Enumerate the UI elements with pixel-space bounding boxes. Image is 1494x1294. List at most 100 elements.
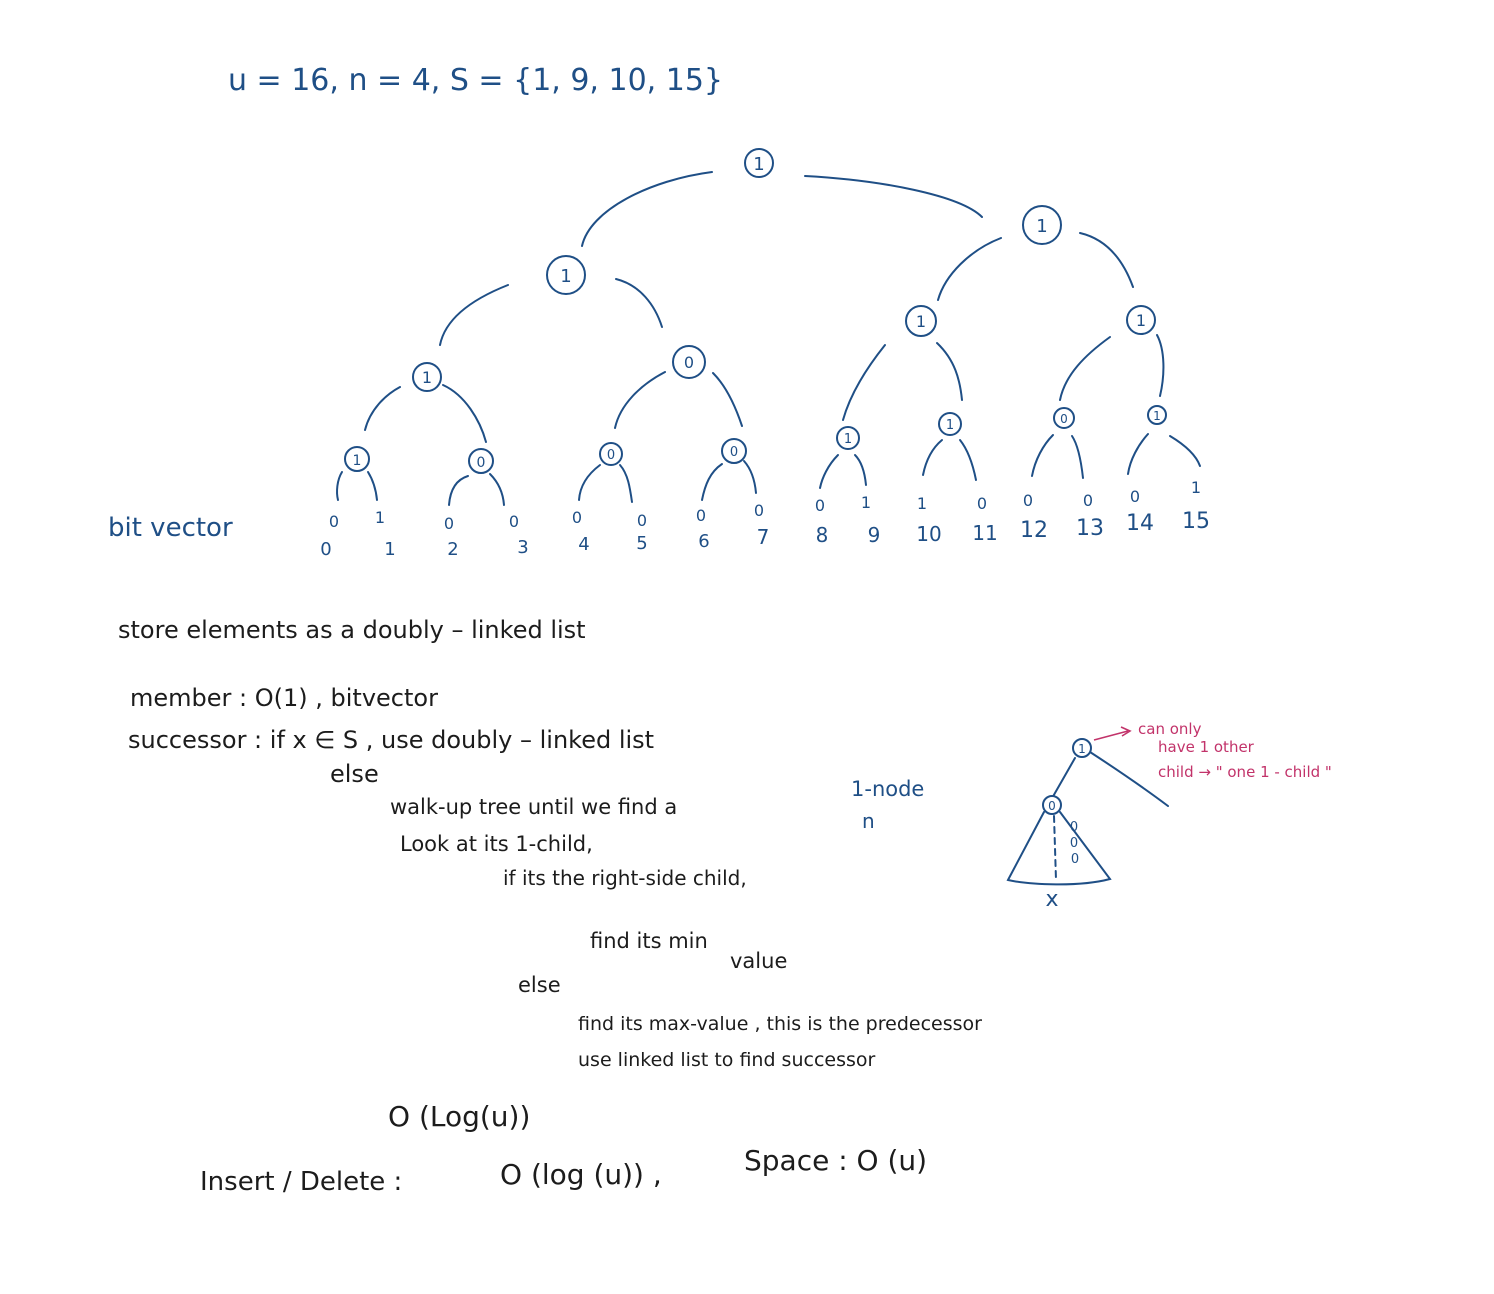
leaf-bit: 0 bbox=[1023, 491, 1033, 510]
note-member: member : O(1) , bitvector bbox=[130, 684, 438, 712]
leaf-index: 15 bbox=[1182, 509, 1210, 534]
note-if-right-side: if its the right-side child, bbox=[503, 866, 747, 890]
note-else-1: else bbox=[330, 760, 379, 788]
note-one-node: 1-node bbox=[851, 777, 924, 801]
tree-node: 1 bbox=[344, 446, 370, 472]
leaf-6: 06 bbox=[696, 506, 710, 552]
tree-node: 0 bbox=[721, 438, 747, 464]
leaf-bit: 1 bbox=[1191, 478, 1201, 497]
tree-node: 1 bbox=[905, 305, 937, 337]
node-value: 1 bbox=[844, 432, 852, 447]
leaf-bit: 1 bbox=[861, 493, 871, 512]
node-value: 1 bbox=[1153, 409, 1161, 423]
leaf-index: 7 bbox=[757, 525, 770, 549]
node-value: 0 bbox=[730, 445, 738, 460]
side-note-line-3: child → " one 1 - child " bbox=[1158, 763, 1332, 781]
node-value: 1 bbox=[422, 368, 432, 387]
tree-nodes: 1 1 1 1 0 1 1 1 bbox=[344, 148, 1167, 474]
side-child-node bbox=[1042, 795, 1062, 815]
tree-node: 1 bbox=[1022, 205, 1062, 245]
leaf-index: 3 bbox=[517, 537, 528, 558]
leaf-index: 8 bbox=[816, 523, 829, 547]
side-child-node-value: 0 bbox=[1048, 799, 1056, 813]
note-olog-u: O (Log(u)) bbox=[388, 1100, 530, 1133]
notes: store elements as a doubly – linked list… bbox=[118, 616, 982, 1197]
tree-node: 1 bbox=[546, 255, 586, 295]
leaf-bit: 0 bbox=[444, 514, 454, 533]
leaf-bit: 0 bbox=[572, 508, 582, 527]
leaf-0: 00 bbox=[320, 512, 339, 560]
tree-node: 1 bbox=[1126, 305, 1156, 335]
note-value: value bbox=[730, 949, 787, 973]
note-else-2: else bbox=[518, 973, 561, 997]
node-value: 1 bbox=[560, 266, 571, 287]
tree-node: 1 bbox=[836, 426, 860, 450]
tree-node: 0 bbox=[468, 448, 494, 474]
node-value: 0 bbox=[1060, 412, 1068, 426]
leaf-5: 05 bbox=[636, 511, 647, 554]
leaf-index: 11 bbox=[972, 521, 997, 545]
leaf-bit: 0 bbox=[1130, 487, 1140, 506]
leaf-index: 5 bbox=[636, 533, 647, 554]
leaf-index: 13 bbox=[1076, 516, 1104, 541]
node-value: 0 bbox=[607, 448, 615, 463]
leaf-bit: 0 bbox=[977, 494, 987, 513]
side-zero: 0 bbox=[1070, 820, 1078, 835]
note-find-min: find its min bbox=[590, 929, 708, 953]
leaf-index: 2 bbox=[447, 539, 458, 560]
leaf-15: 1 15 bbox=[1182, 478, 1210, 534]
node-value: 0 bbox=[477, 455, 486, 471]
tree-node: 0 bbox=[599, 442, 623, 466]
leaf-14: 014 bbox=[1126, 487, 1154, 536]
leaf-index: 0 bbox=[320, 539, 331, 560]
leaf-12: 012 bbox=[1020, 491, 1048, 543]
node-value: 1 bbox=[946, 418, 954, 433]
leaf-bit: 0 bbox=[696, 506, 706, 525]
leaf-bit: 0 bbox=[329, 512, 339, 531]
side-x-label: x bbox=[1045, 887, 1058, 912]
side-note-line-1: can only bbox=[1138, 720, 1202, 738]
leaf-8: 08 bbox=[815, 496, 828, 547]
leaf-13: 013 bbox=[1076, 491, 1104, 541]
note-use-linked-list: use linked list to find successor bbox=[578, 1049, 875, 1071]
node-value: 1 bbox=[353, 453, 362, 469]
note-space: Space : O (u) bbox=[744, 1144, 927, 1177]
leaf-index: 14 bbox=[1126, 511, 1154, 536]
note-n: n bbox=[862, 809, 875, 833]
tree-node-root: 1 bbox=[744, 148, 774, 178]
side-top-node-value: 1 bbox=[1078, 742, 1086, 756]
note-insert-cost: O (log (u)) , bbox=[500, 1158, 662, 1191]
note-store-elements: store elements as a doubly – linked list bbox=[118, 616, 586, 644]
note-walk-up: walk-up tree until we find a bbox=[390, 795, 677, 819]
leaf-bit: 0 bbox=[815, 496, 825, 515]
tree-edges bbox=[336, 171, 1201, 506]
tree-node: 0 bbox=[672, 345, 706, 379]
node-value: 1 bbox=[1036, 216, 1047, 237]
leaf-index: 12 bbox=[1020, 518, 1048, 543]
leaf-1: 11 bbox=[375, 508, 396, 560]
leaf-11: 011 bbox=[972, 494, 997, 545]
leaf-9: 19 bbox=[861, 493, 880, 547]
side-zero: 0 bbox=[1070, 836, 1078, 851]
leaf-7: 07 bbox=[754, 501, 769, 549]
problem-parameters: u = 16, n = 4, S = {1, 9, 10, 15} bbox=[228, 63, 723, 98]
leaf-bit: 0 bbox=[1083, 491, 1093, 510]
leaf-3: 03 bbox=[509, 512, 529, 558]
leaf-index: 9 bbox=[868, 523, 881, 547]
side-zero: 0 bbox=[1071, 852, 1079, 867]
note-insert-delete: Insert / Delete : bbox=[200, 1167, 402, 1197]
side-note-line-2: have 1 other bbox=[1158, 738, 1255, 756]
node-value: 1 bbox=[916, 312, 926, 331]
side-top-node bbox=[1072, 738, 1092, 758]
leaf-bit: 1 bbox=[917, 494, 927, 513]
note-find-max: find its max-value , this is the predece… bbox=[578, 1013, 982, 1035]
leaf-bit: 0 bbox=[509, 512, 519, 531]
leaf-index: 1 bbox=[384, 539, 395, 560]
leaf-10: 110 bbox=[916, 494, 941, 546]
note-successor: successor : if x ∈ S , use doubly – link… bbox=[128, 726, 654, 754]
bit-vector-label: bit vector bbox=[108, 513, 233, 543]
leaf-bit: 0 bbox=[754, 501, 764, 520]
node-value: 1 bbox=[753, 154, 764, 175]
note-look-at: Look at its 1-child, bbox=[400, 832, 593, 856]
